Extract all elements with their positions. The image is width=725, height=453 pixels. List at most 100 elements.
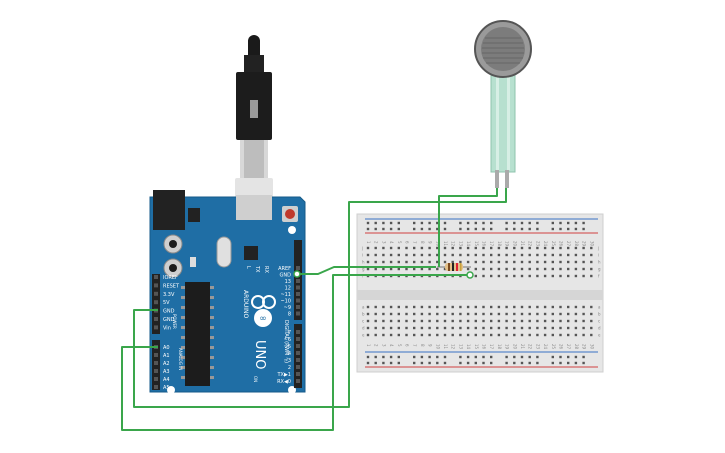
breadboard-hole[interactable]: [490, 355, 493, 359]
breadboard-hole[interactable]: [428, 305, 431, 309]
breadboard-hole[interactable]: [582, 361, 585, 365]
breadboard-hole[interactable]: [413, 312, 416, 316]
breadboard-hole[interactable]: [574, 274, 578, 278]
breadboard-hole[interactable]: [397, 333, 400, 337]
wire-sensor-to-5v[interactable]: [133, 188, 507, 408]
breadboard-hole[interactable]: [559, 260, 562, 264]
breadboard-hole[interactable]: [513, 267, 516, 271]
breadboard-hole[interactable]: [420, 333, 424, 337]
breadboard-hole[interactable]: [513, 319, 516, 323]
header-pin[interactable]: [154, 317, 158, 321]
breadboard-hole[interactable]: [382, 361, 385, 365]
breadboard-hole[interactable]: [536, 305, 539, 309]
wire-sensor-to-resistor[interactable]: [438, 188, 498, 267]
breadboard-hole[interactable]: [497, 253, 501, 257]
breadboard-hole[interactable]: [551, 355, 554, 359]
breadboard-hole[interactable]: [397, 246, 400, 250]
breadboard-hole[interactable]: [382, 253, 385, 257]
breadboard-hole[interactable]: [397, 227, 400, 231]
breadboard-hole[interactable]: [513, 305, 516, 309]
breadboard-hole[interactable]: [497, 274, 501, 278]
breadboard-hole[interactable]: [582, 305, 585, 309]
breadboard-hole[interactable]: [397, 361, 400, 365]
breadboard-hole[interactable]: [420, 361, 424, 365]
breadboard-hole[interactable]: [466, 227, 470, 231]
breadboard-hole[interactable]: [574, 326, 578, 330]
breadboard-hole[interactable]: [389, 355, 393, 359]
breadboard-hole[interactable]: [482, 361, 485, 365]
breadboard-hole[interactable]: [574, 221, 578, 225]
breadboard-hole[interactable]: [551, 326, 554, 330]
breadboard-hole[interactable]: [413, 319, 416, 323]
breadboard-hole[interactable]: [528, 319, 531, 323]
breadboard-hole[interactable]: [490, 227, 493, 231]
breadboard-hole[interactable]: [420, 305, 424, 309]
breadboard-hole[interactable]: [590, 253, 593, 257]
breadboard-holes[interactable]: [366, 221, 593, 365]
breadboard-hole[interactable]: [436, 267, 439, 271]
breadboard-hole[interactable]: [543, 305, 547, 309]
breadboard-hole[interactable]: [482, 267, 485, 271]
header-pin[interactable]: [154, 275, 158, 279]
breadboard-hole[interactable]: [436, 326, 439, 330]
breadboard-hole[interactable]: [567, 221, 570, 225]
breadboard-hole[interactable]: [443, 227, 447, 231]
header-pin[interactable]: [296, 298, 300, 303]
breadboard-hole[interactable]: [505, 274, 508, 278]
breadboard-hole[interactable]: [559, 253, 562, 257]
breadboard-hole[interactable]: [436, 319, 439, 323]
breadboard-hole[interactable]: [490, 326, 493, 330]
breadboard-hole[interactable]: [474, 221, 477, 225]
breadboard-hole[interactable]: [374, 267, 377, 271]
breadboard-hole[interactable]: [505, 333, 508, 337]
breadboard-hole[interactable]: [551, 305, 554, 309]
breadboard-hole[interactable]: [574, 333, 578, 337]
breadboard-hole[interactable]: [374, 227, 377, 231]
breadboard-hole[interactable]: [490, 246, 493, 250]
breadboard-hole[interactable]: [459, 227, 462, 231]
breadboard-hole[interactable]: [536, 221, 539, 225]
breadboard-hole[interactable]: [551, 246, 554, 250]
header-pin[interactable]: [296, 344, 300, 348]
breadboard-hole[interactable]: [382, 312, 385, 316]
breadboard-hole[interactable]: [567, 246, 570, 250]
breadboard-hole[interactable]: [474, 253, 477, 257]
breadboard-hole[interactable]: [590, 305, 593, 309]
header-pin[interactable]: [296, 358, 300, 362]
breadboard-hole[interactable]: [497, 326, 501, 330]
breadboard-hole[interactable]: [551, 274, 554, 278]
breadboard-hole[interactable]: [482, 333, 485, 337]
breadboard-hole[interactable]: [366, 319, 370, 323]
breadboard-hole[interactable]: [536, 312, 539, 316]
breadboard-hole[interactable]: [397, 267, 400, 271]
breadboard-hole[interactable]: [466, 305, 470, 309]
breadboard-hole[interactable]: [567, 326, 570, 330]
breadboard-hole[interactable]: [459, 312, 462, 316]
breadboard-hole[interactable]: [474, 274, 477, 278]
breadboard-hole[interactable]: [443, 260, 447, 264]
breadboard-hole[interactable]: [389, 246, 393, 250]
breadboard-hole[interactable]: [405, 326, 408, 330]
header-pin[interactable]: [154, 300, 158, 305]
breadboard-hole[interactable]: [466, 326, 470, 330]
breadboard-hole[interactable]: [405, 253, 408, 257]
breadboard-hole[interactable]: [374, 305, 377, 309]
breadboard-hole[interactable]: [567, 319, 570, 323]
breadboard-hole[interactable]: [389, 326, 393, 330]
breadboard-hole[interactable]: [428, 312, 431, 316]
breadboard-hole[interactable]: [513, 333, 516, 337]
breadboard-hole[interactable]: [405, 246, 408, 250]
breadboard-hole[interactable]: [382, 260, 385, 264]
breadboard-hole[interactable]: [397, 355, 400, 359]
breadboard-hole[interactable]: [505, 227, 508, 231]
breadboard-hole[interactable]: [366, 312, 370, 316]
breadboard-hole[interactable]: [482, 312, 485, 316]
breadboard-hole[interactable]: [528, 253, 531, 257]
breadboard-hole[interactable]: [513, 253, 516, 257]
breadboard-hole[interactable]: [490, 305, 493, 309]
breadboard-hole[interactable]: [482, 355, 485, 359]
breadboard-hole[interactable]: [536, 274, 539, 278]
breadboard-hole[interactable]: [559, 227, 562, 231]
breadboard-hole[interactable]: [382, 319, 385, 323]
breadboard-hole[interactable]: [543, 274, 547, 278]
